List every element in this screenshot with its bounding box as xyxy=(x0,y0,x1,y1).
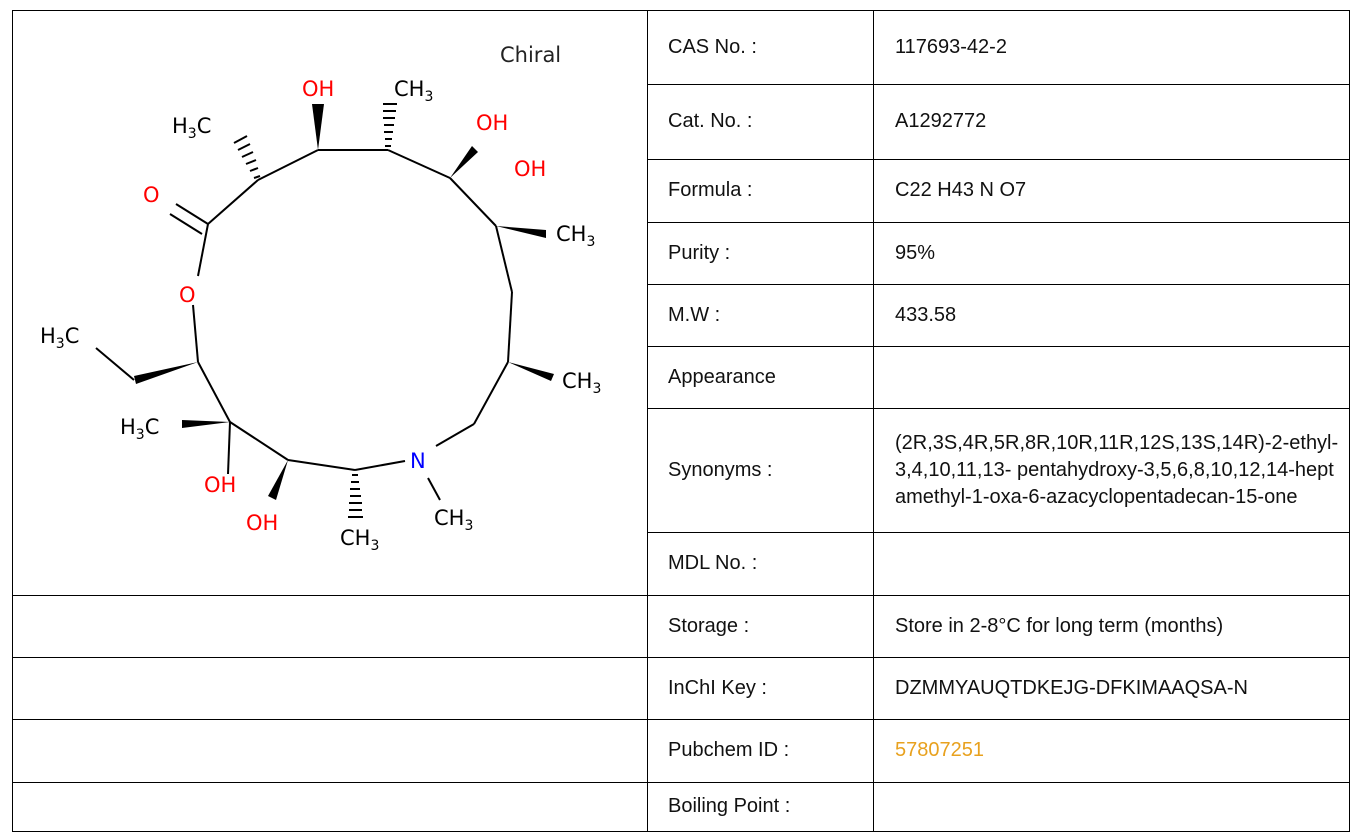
value-purity: 95% xyxy=(895,241,936,264)
table-column-divider-2 xyxy=(873,10,874,832)
label-storage: Storage : xyxy=(668,614,750,637)
value-cat-no: A1292772 xyxy=(895,110,987,132)
atom-h3c: H3C xyxy=(120,415,159,443)
value-pubchem-id[interactable]: 57807251 xyxy=(895,719,984,782)
row-divider xyxy=(647,532,1350,533)
row-divider xyxy=(12,657,1350,658)
chiral-label: Chiral xyxy=(500,43,561,67)
row-divider xyxy=(647,84,1350,85)
wedge-bonds xyxy=(134,104,554,500)
atom-ch3: CH3 xyxy=(562,369,601,397)
label-cas-no: CAS No. : xyxy=(668,35,757,58)
atom-h3c: H3C xyxy=(40,324,79,352)
chemical-structure-image: Chiral OH OH OH OH OH O O N CH3 CH3 CH3 … xyxy=(40,43,601,554)
value-formula: C22 H43 N O7 xyxy=(895,179,1027,201)
row-divider xyxy=(647,222,1350,223)
row-divider xyxy=(12,595,1350,596)
label-boiling-point: Boiling Point : xyxy=(668,795,791,817)
row-divider xyxy=(12,719,1350,720)
ring-bonds xyxy=(95,149,513,501)
value-synonyms: (2R,3S,4R,5R,8R,10R,11R,12S,13S,14R)-2-e… xyxy=(895,431,1339,508)
row-divider xyxy=(647,408,1350,409)
label-purity: Purity : xyxy=(668,241,731,264)
atom-ch3: CH3 xyxy=(394,77,433,105)
atom-n: N xyxy=(410,449,426,473)
table-border-left xyxy=(12,10,13,832)
atom-oh: OH xyxy=(246,511,278,535)
value-storage: Store in 2-8°C for long term (months) xyxy=(895,614,1224,637)
label-inchi-key: InChI Key : xyxy=(668,676,767,699)
atom-h3c: H3C xyxy=(172,114,211,142)
row-divider xyxy=(647,346,1350,347)
atom-oh: OH xyxy=(514,157,546,181)
label-appearance: Appearance xyxy=(668,365,776,388)
label-pubchem-id: Pubchem ID : xyxy=(668,739,790,761)
hash-bonds xyxy=(233,103,397,518)
value-mw: 433.58 xyxy=(895,303,957,326)
value-inchi-key: DZMMYAUQTDKEJG-DFKIMAAQSA-N xyxy=(895,676,1248,699)
label-cat-no: Cat. No. : xyxy=(668,110,753,132)
table-column-divider-1 xyxy=(647,10,648,832)
atom-ch3: CH3 xyxy=(434,506,473,534)
value-cas-no: 117693-42-2 xyxy=(895,35,1007,58)
label-synonyms: Synonyms : xyxy=(668,458,773,481)
pubchem-link[interactable]: 57807251 xyxy=(895,739,984,761)
atom-oh: OH xyxy=(302,77,334,101)
atom-oh: OH xyxy=(476,111,508,135)
atom-o-carbonyl: O xyxy=(143,183,160,207)
row-divider xyxy=(647,159,1350,160)
table-border-top xyxy=(12,10,1350,11)
row-divider xyxy=(647,284,1350,285)
atom-ch3: CH3 xyxy=(340,526,379,554)
label-mw: M.W : xyxy=(668,303,721,326)
label-formula: Formula : xyxy=(668,179,753,201)
atom-ch3: CH3 xyxy=(556,222,595,250)
label-mdl-no: MDL No. : xyxy=(668,552,758,574)
atom-o-ring: O xyxy=(179,283,196,307)
atom-oh: OH xyxy=(204,473,236,497)
row-divider xyxy=(12,782,1350,783)
